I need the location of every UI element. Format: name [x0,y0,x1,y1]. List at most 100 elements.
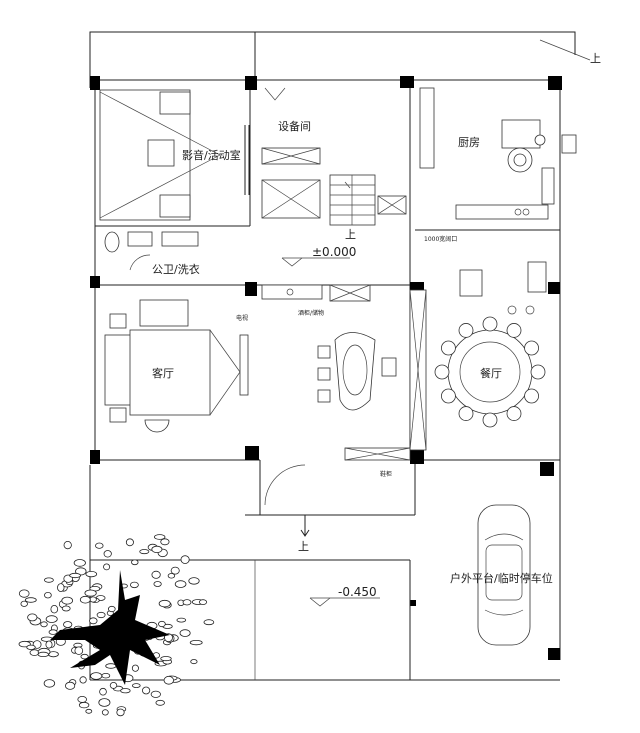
tree-leaf [90,672,103,680]
tree-leaf [101,709,109,716]
tree-leaf [44,592,52,599]
dining-chair [482,412,498,428]
tree-leaf [57,583,65,592]
tree-leaf [85,570,98,578]
tree-leaf [48,629,58,635]
dining-chair [530,364,546,380]
outdoor-terrace [90,559,411,680]
cabinet-note: 酒柜/储物 [298,309,324,317]
tree-leaf [180,555,190,564]
dining-chair [524,388,539,404]
tree-leaf [89,596,97,603]
tree-leaf [158,620,166,628]
dining-room-label: 餐厅 [480,366,502,380]
stair [329,174,407,226]
outdoor-level-text: -0.450 [338,585,377,599]
tree-leaf [80,653,89,660]
outdoor-parking-label: 户外平台/临时停车位 [450,571,553,585]
tree-leaf [176,617,187,623]
tree-leaf [179,629,191,637]
dining-chair [524,340,539,356]
tree-leaf [20,600,28,607]
tree-leaf [170,566,180,575]
dining-chair [458,323,474,338]
tree-leaf [96,611,106,619]
tree-leaf [95,542,104,549]
dining-chair [434,364,450,380]
tree-leaf [29,649,40,656]
tree-leaf [131,664,139,672]
living-room-label: 客厅 [152,366,174,380]
entry [264,464,310,537]
tree-leaf [129,581,139,589]
dining-chair [482,316,498,332]
tree-leaf [89,617,98,625]
tree-leaf [61,605,71,612]
dining-chair [506,323,522,338]
tree-leaf [139,549,150,555]
dining-room [434,261,547,428]
tree-leaf [73,559,86,567]
tree-leaf [189,639,203,646]
tree-leaf [150,690,161,698]
central-hall [261,284,427,461]
tree-leaf [163,675,175,685]
tree-leaf [153,534,166,540]
level-mark-ground [281,257,350,267]
tree-leaf [101,673,111,679]
tree-leaf [40,621,48,628]
public-bath-label: 公卫/洗衣 [152,262,200,276]
tree-leaf [188,577,200,585]
tree-leaf [18,589,30,598]
shoe-cabinet-note: 鞋柜 [380,470,392,478]
tree-leaf [77,696,87,703]
tree-leaf [151,570,161,579]
tree-leaf [155,699,165,706]
tree-leaf [116,708,125,717]
tree-leaf [132,683,141,688]
ground-level-text: ±0.000 [312,245,356,259]
tree-leaf [190,659,198,665]
tree-symbol [18,534,215,717]
tree-leaf [61,596,73,605]
tree-leaf [63,540,72,550]
tree-leaf [26,644,36,650]
entry-up-label: 上 [298,540,309,553]
tree-leaf [43,679,56,688]
tree-leaf [120,688,131,694]
dining-chair [458,406,474,421]
tree-leaf [203,619,215,626]
tree-leaf [44,577,54,583]
top-up-label: 上 [590,52,601,65]
equipment-room-label: 设备间 [278,119,311,133]
tree-leaf [160,538,170,546]
tree-leaf [65,681,76,690]
tree-leaf [174,580,187,588]
tree-leaf [78,701,90,709]
tree-leaf [63,621,73,628]
tree-leaf [79,676,87,684]
tree-leaf [167,573,176,579]
public-bath [104,231,199,271]
dining-chair [441,340,456,356]
media-room-label: 影音/活动室 [182,148,241,162]
kitchen-label: 厨房 [458,136,480,149]
tree-leaf [45,640,53,649]
tree-leaf [151,545,163,554]
tree-leaf [182,599,192,606]
tree-leaf [153,581,162,587]
media-room [99,89,250,221]
tree-leaf [99,687,107,696]
tree-leaf [160,656,172,662]
tree-leaf [85,708,93,714]
tree-leaf [109,682,118,689]
tree-leaf [125,538,134,547]
tree-leaf [27,613,38,622]
tree-leaf [103,563,111,571]
tree-leaf [50,605,59,614]
tree-leaf [79,595,91,604]
kitchen [419,87,577,220]
tree-leaf [98,698,111,707]
tree-leaf [103,550,112,558]
